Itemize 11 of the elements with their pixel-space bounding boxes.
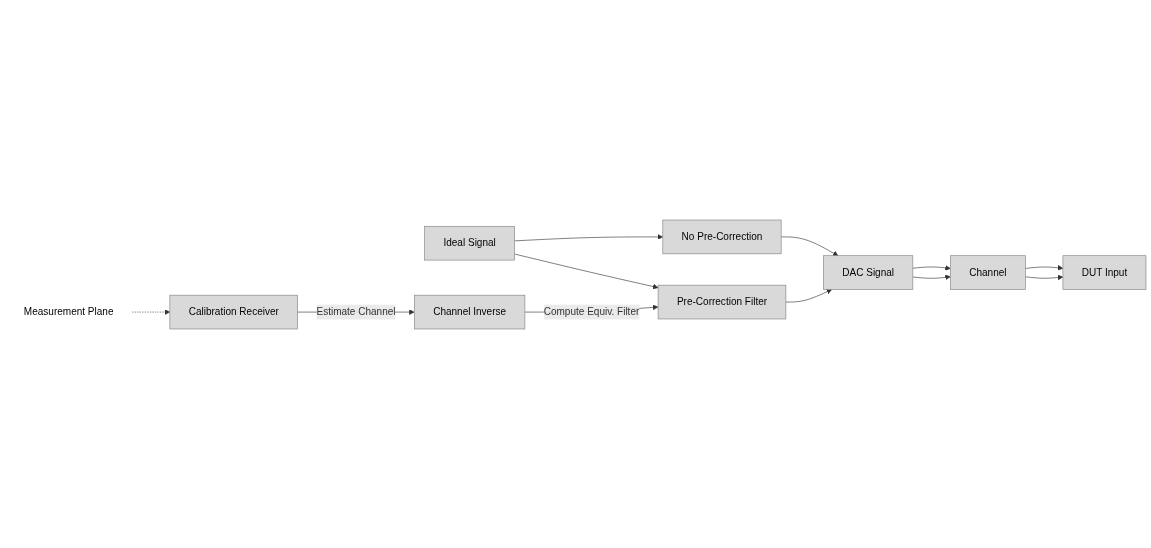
node-box: Calibration Receiver	[169, 294, 298, 329]
node-box: DUT Input	[1062, 254, 1147, 290]
node-box: Ideal Signal	[424, 225, 515, 260]
node-box: Pre-Correction Filter	[657, 284, 787, 319]
edge-label: Estimate Channel	[316, 305, 396, 317]
edge-label: Compute Equiv. Filter	[543, 305, 640, 317]
node-box: No Pre-Correction	[662, 219, 782, 254]
node-box: Channel	[950, 254, 1026, 290]
node-box: Channel Inverse	[414, 294, 526, 329]
node-text: Measurement Plane	[23, 305, 114, 317]
node-box: DAC Signal	[823, 254, 914, 290]
